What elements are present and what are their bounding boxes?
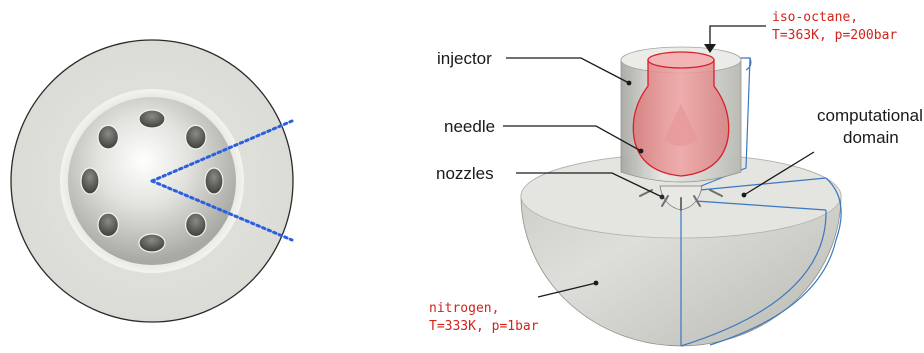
nozzle-hole xyxy=(139,110,165,128)
needle-top-face xyxy=(648,52,714,68)
gas-condition-line2: T=333K, p=1bar xyxy=(429,319,539,334)
injector-label: injector xyxy=(437,49,492,68)
needle-leader xyxy=(503,126,641,151)
nozzles-label: nozzles xyxy=(436,164,494,183)
injector-leader xyxy=(506,58,629,83)
computational-label: computational xyxy=(817,106,923,125)
nozzle-hole xyxy=(81,168,99,194)
fuel-leader xyxy=(710,26,766,46)
nozzle-hole xyxy=(186,125,206,149)
top-view xyxy=(11,40,293,322)
nozzle-hole-marker xyxy=(660,195,665,200)
side-view xyxy=(503,26,841,346)
gas-condition-line1: nitrogen, xyxy=(429,301,499,316)
domain-label: domain xyxy=(843,128,899,147)
fuel-condition-line2: T=363K, p=200bar xyxy=(772,28,897,43)
nozzle-hole xyxy=(98,125,118,149)
nozzle-hole xyxy=(186,213,206,237)
nozzle-hole xyxy=(205,168,223,194)
fuel-condition-line1: iso-octane, xyxy=(772,10,858,25)
needle-label: needle xyxy=(444,117,495,136)
nozzle-hole xyxy=(139,234,165,252)
nozzle-hole xyxy=(98,213,118,237)
